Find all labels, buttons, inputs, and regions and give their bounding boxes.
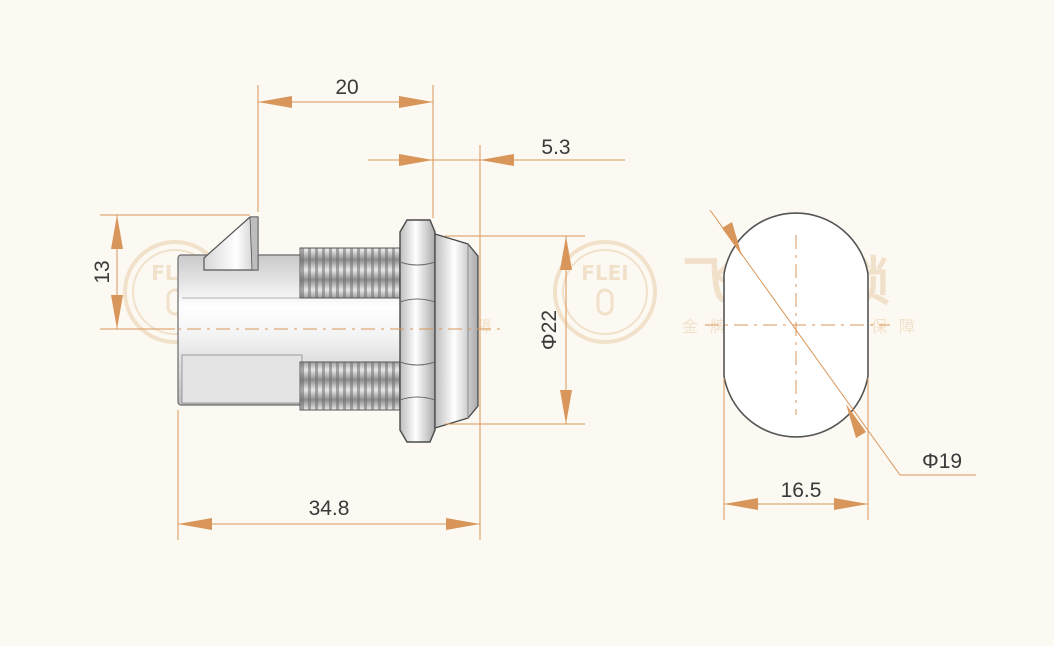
- lock-front-view: [705, 212, 890, 438]
- lock-thread-upper: [299, 247, 401, 299]
- lock-flange: [434, 233, 479, 429]
- lock-thread-lower: [299, 361, 401, 411]
- dim-arrow: [446, 518, 480, 530]
- dim-label-phi19: Φ19: [922, 450, 962, 473]
- watermark-logo-text: FLEI: [581, 261, 629, 285]
- dim-arrow: [178, 518, 212, 530]
- dim-arrow: [399, 154, 433, 166]
- lock-side-view: [100, 216, 500, 443]
- dim-arrow: [724, 498, 758, 510]
- front-view-dimensions: [709, 209, 976, 520]
- watermark-logo-keyhole: [596, 288, 614, 316]
- dim-arrow: [258, 96, 292, 108]
- dim-arrow: [560, 390, 572, 424]
- dim-arrow: [722, 222, 742, 256]
- lock-cam-bevel: [249, 216, 259, 271]
- dim-label-20: 20: [335, 76, 358, 99]
- dim-label-13: 13: [91, 260, 114, 283]
- watermark-logo-circle: [553, 240, 657, 344]
- watermark-logo-inner-circle: [562, 249, 648, 335]
- dim-label-phi22: Φ22: [538, 310, 561, 350]
- side-view-dimensions: [100, 85, 625, 540]
- dim-arrow: [111, 215, 123, 249]
- lock-hex-nut-facets: [399, 261, 436, 401]
- dim-label-16-5: 16.5: [781, 479, 822, 502]
- dim-arrow: [111, 295, 123, 329]
- lock-hex-nut: [399, 219, 436, 443]
- dim-arrow: [834, 498, 868, 510]
- lock-body-lower-flat: [181, 354, 303, 404]
- dim-label-34-8: 34.8: [309, 497, 350, 520]
- dim-label-5-3: 5.3: [541, 136, 570, 159]
- dim-arrow: [560, 236, 572, 270]
- dim-arrow: [846, 404, 866, 438]
- dim-arrow: [480, 154, 514, 166]
- dim-arrow: [399, 96, 433, 108]
